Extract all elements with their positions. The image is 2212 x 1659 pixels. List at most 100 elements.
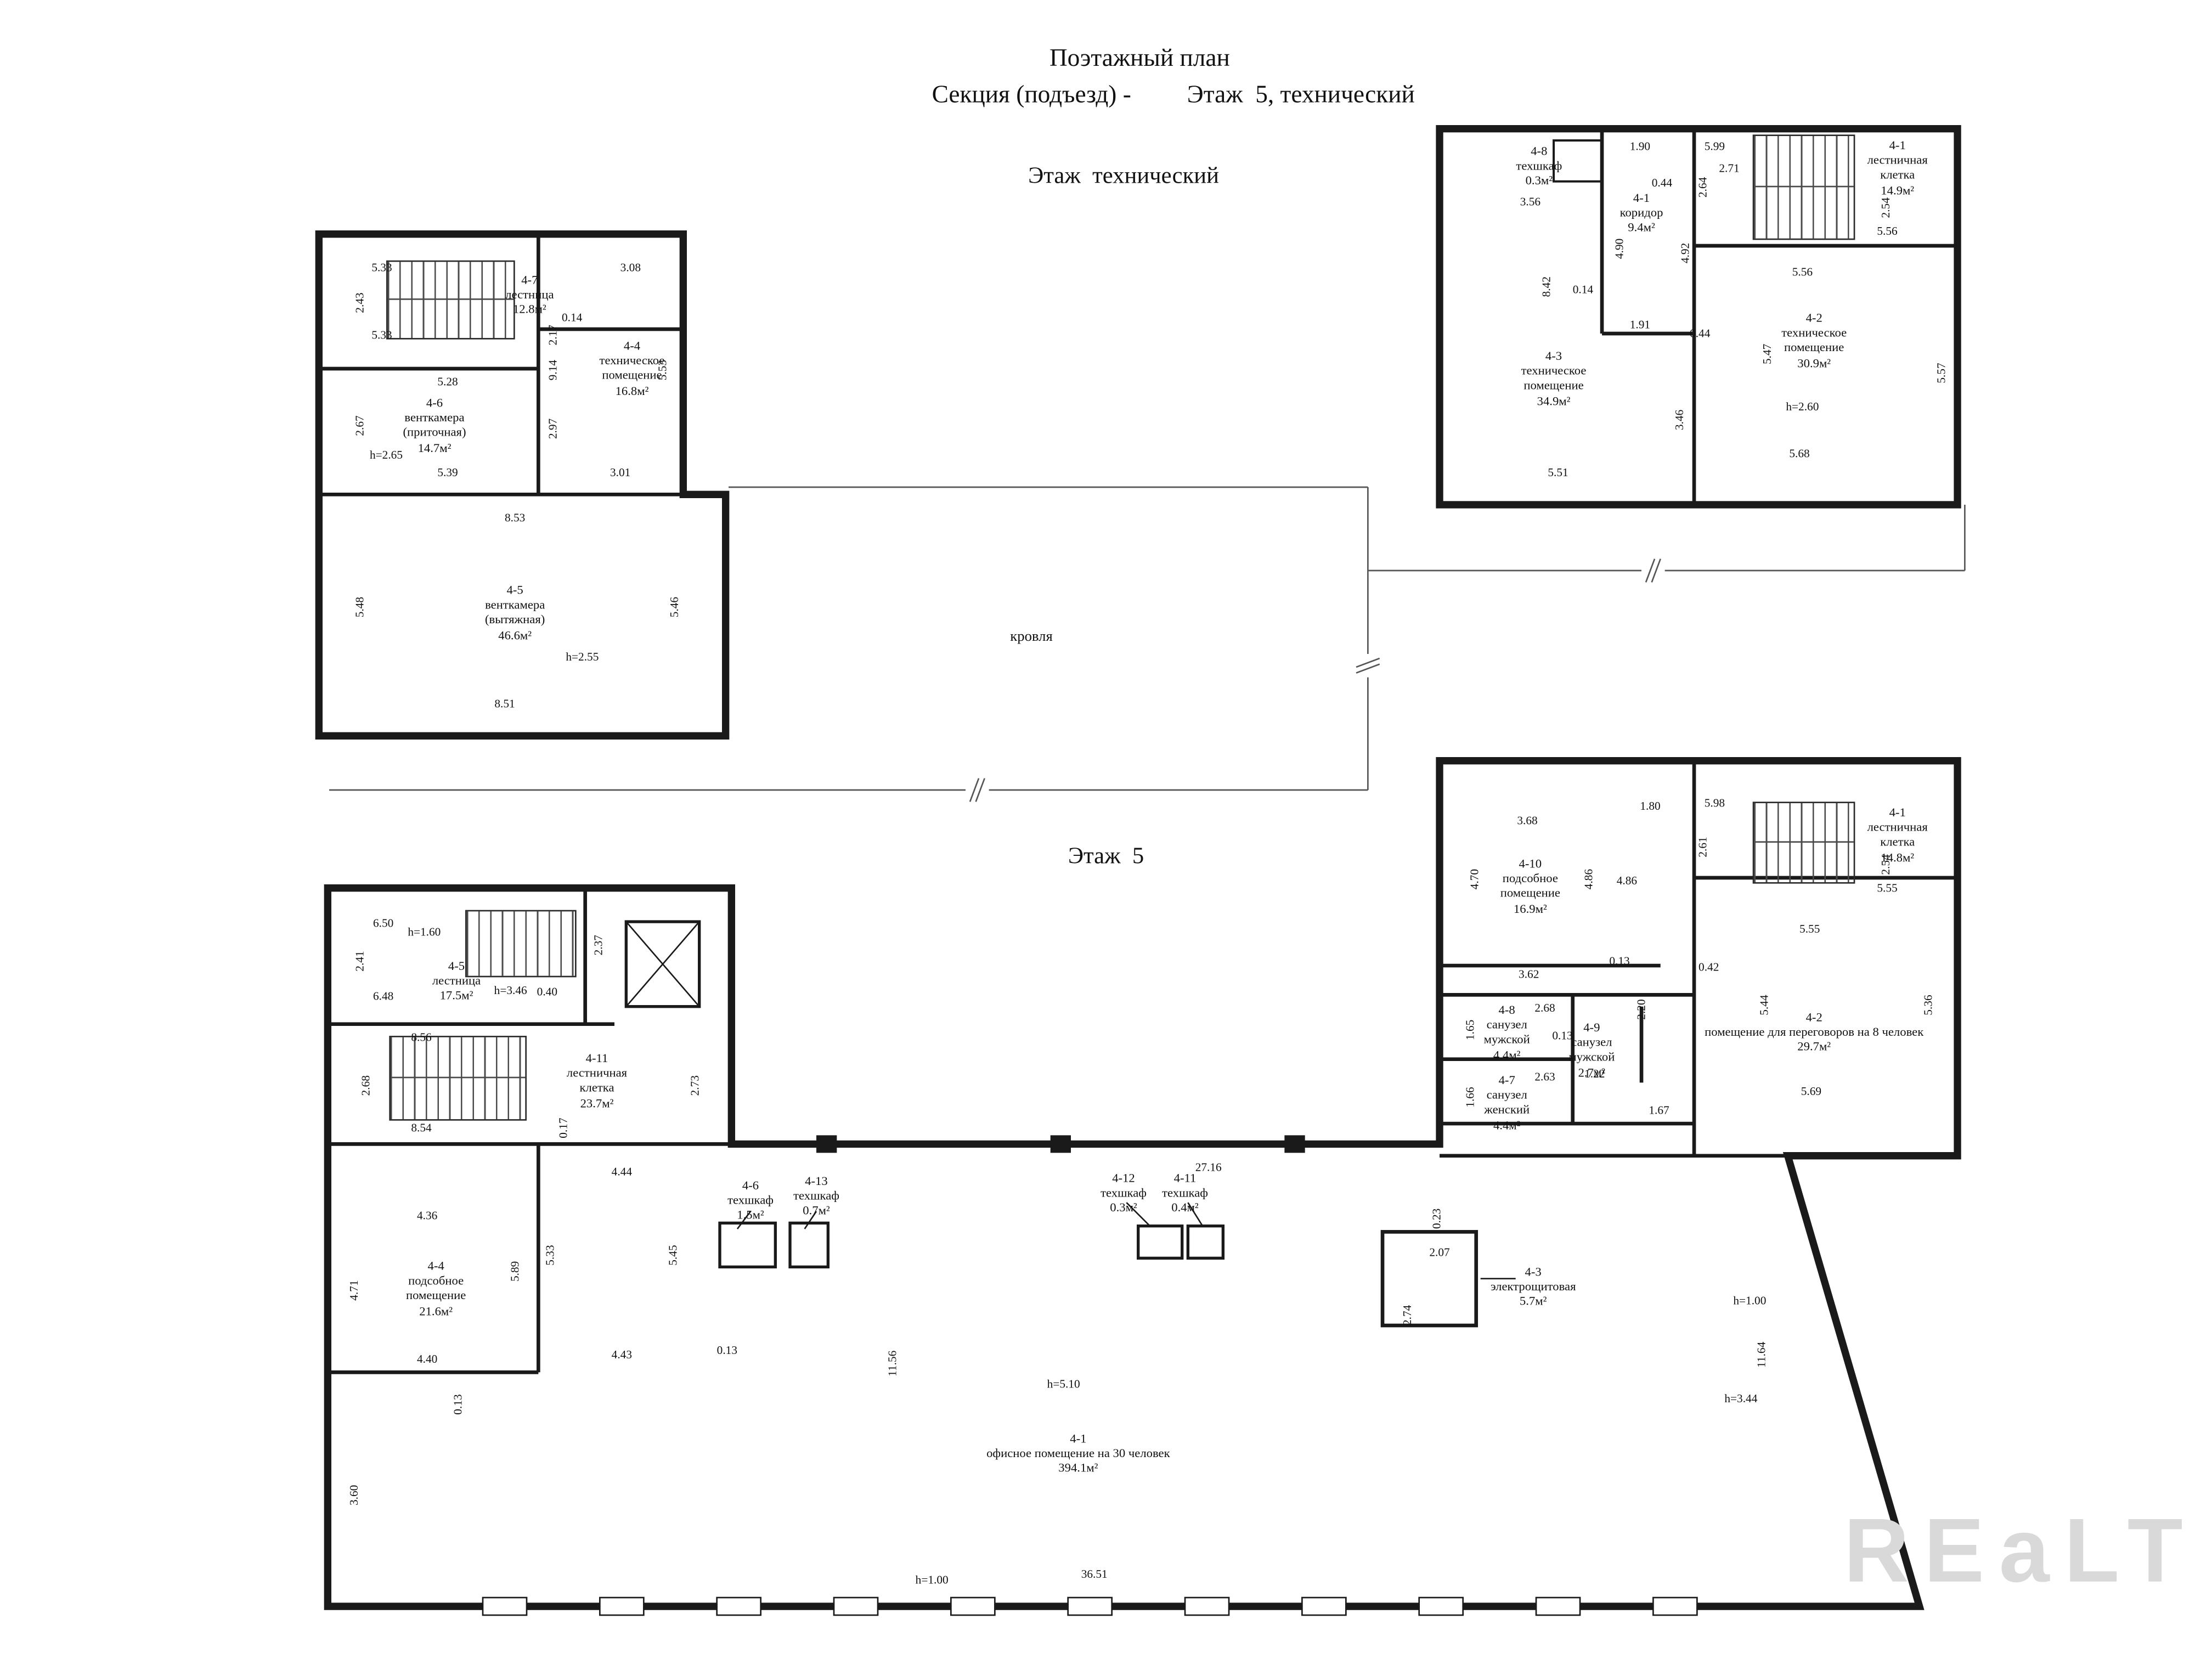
dim-label: 4.43 (611, 1348, 633, 1362)
dim-label: 8.56 (411, 1030, 432, 1044)
dim-label: 3.60 (347, 1485, 361, 1506)
stairs-tech-left (386, 260, 515, 340)
dim-label: h=3.46 (494, 984, 527, 997)
dim-label: 11.56 (885, 1350, 899, 1376)
dim-label: 0.13 (1609, 955, 1630, 968)
dim-label: 5.36 (1921, 995, 1935, 1015)
realt-watermark: REaLT (1843, 1501, 2198, 1602)
dim-label: h=1.00 (1733, 1294, 1767, 1307)
dim-label: 2.97 (546, 418, 560, 439)
dim-label: 0.13 (451, 1394, 465, 1415)
dim-label: 8.54 (411, 1121, 432, 1135)
dim-label: 5.39 (437, 466, 458, 479)
dim-label: 1.91 (1629, 318, 1651, 332)
dim-label: h=2.55 (566, 650, 599, 664)
dim-label: 0.23 (1430, 1208, 1443, 1229)
dim-label: 5.99 (1704, 139, 1725, 153)
plan-tech-left-walls (315, 230, 730, 740)
dim-label: 11.64 (1754, 1341, 1768, 1368)
dim-label: 4.86 (1582, 869, 1596, 890)
dim-label: h=5.10 (1047, 1377, 1080, 1391)
dim-label: 6.50 (373, 916, 394, 930)
dim-label: 5.69 (1801, 1085, 1822, 1098)
dim-label: 5.33 (371, 328, 392, 342)
dim-label: 5.33 (371, 261, 392, 275)
dim-label: 5.57 (1934, 363, 1948, 383)
dim-label: 5.47 (1760, 343, 1774, 365)
dim-label: 3.56 (1520, 195, 1541, 209)
dim-label: 5.56 (1877, 224, 1898, 238)
dim-label: 2.68 (1534, 1001, 1555, 1015)
dim-label: 2.61 (1696, 837, 1710, 857)
dim-label: 0.44 (1690, 327, 1711, 341)
dim-label: 2.74 (1401, 1305, 1414, 1326)
dim-label: 0.17 (556, 1118, 570, 1138)
dim-label: 5.51 (1548, 466, 1568, 479)
dim-label: 2.07 (1429, 1245, 1450, 1259)
dim-label: h=3.44 (1724, 1392, 1758, 1406)
dim-label: 2.64 (1696, 177, 1710, 198)
dim-label: 2.54 (1879, 198, 1893, 218)
dim-label: 5.53 (656, 360, 670, 381)
dim-label: 0.44 (1651, 176, 1673, 190)
dim-label: 9.14 (546, 360, 560, 381)
dim-label: 5.89 (508, 1261, 522, 1282)
dim-label: 2.37 (591, 935, 605, 956)
dim-label: 3.01 (610, 466, 631, 479)
dim-label: 2.43 (353, 292, 367, 313)
dim-label: 4.92 (1679, 242, 1692, 264)
dim-label: 1.22 (1584, 1067, 1605, 1081)
floor-tech-label: Этаж технический (1028, 163, 1219, 189)
dim-label: 0.40 (537, 985, 558, 999)
dim-label: 0.14 (1572, 283, 1594, 297)
dim-label: 3.62 (1519, 968, 1539, 981)
dim-label: 1.90 (1629, 139, 1651, 153)
stairs-floor5-right (1752, 802, 1855, 884)
dim-label: 4.70 (1468, 869, 1482, 890)
dim-label: 2.67 (353, 415, 367, 436)
dim-label: 2.20 (1635, 999, 1649, 1020)
dim-label: h=1.00 (915, 1573, 949, 1587)
dim-label: h=1.60 (408, 925, 441, 939)
dim-label: 6.48 (373, 990, 394, 1003)
dim-label: 4.86 (1616, 874, 1638, 888)
dim-label: 5.46 (668, 597, 681, 618)
dim-label: 1.65 (1464, 1019, 1477, 1041)
dim-label: h=2.65 (369, 448, 403, 462)
dim-label: 2.63 (1534, 1070, 1555, 1084)
page-title: Поэтажный план (1049, 44, 1230, 72)
dim-label: 1.66 (1464, 1087, 1477, 1108)
roof-label: кровля (1010, 629, 1053, 646)
dim-label: 3.08 (620, 261, 641, 275)
dim-label: 2.54 (1879, 854, 1893, 875)
dim-label: 5.68 (1789, 447, 1810, 460)
dim-label: 2.71 (1719, 161, 1740, 175)
dim-label: 2.68 (359, 1075, 373, 1096)
dim-label: 5.33 (543, 1245, 557, 1266)
dim-label: 5.28 (437, 375, 458, 389)
dim-label: 5.55 (1877, 881, 1898, 895)
dim-label: 8.42 (1539, 276, 1553, 297)
floor-5-label: Этаж 5 (1068, 844, 1144, 870)
